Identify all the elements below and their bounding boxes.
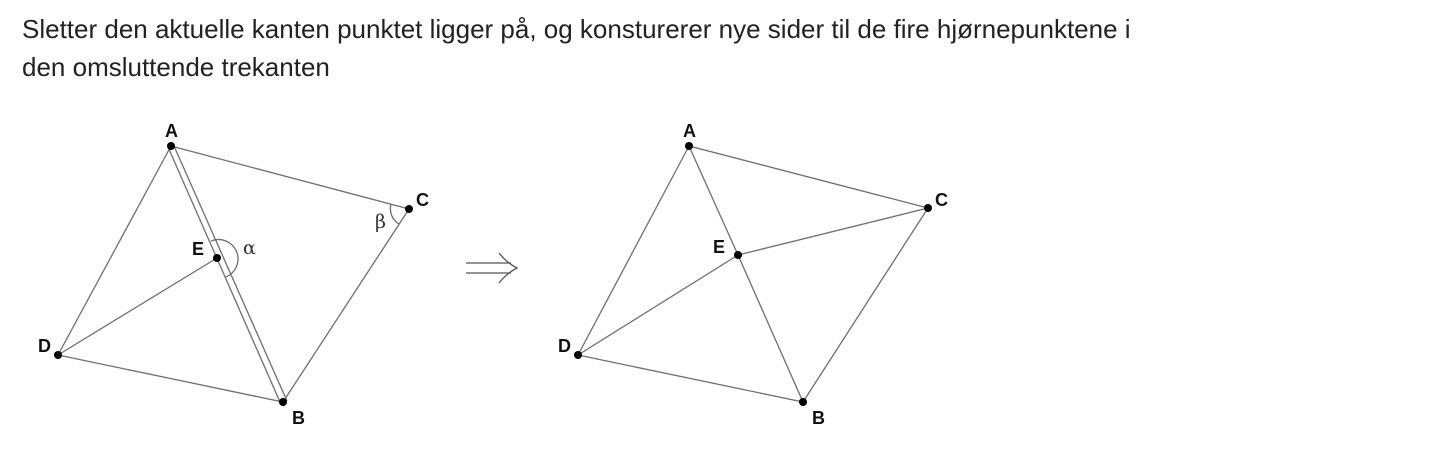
label-d: D — [38, 336, 51, 356]
edge-a-c — [170, 145, 410, 210]
edge-a-b-outer — [173, 145, 288, 402]
point-a — [167, 142, 175, 150]
before-diagram: A C E D B α β — [38, 121, 429, 428]
point-d — [574, 351, 582, 359]
edge-a-c — [688, 145, 929, 209]
after-diagram: A C E D B — [558, 121, 948, 428]
caption-line-1: Sletter den aktuelle kanten punktet ligg… — [22, 14, 1131, 44]
label-a: A — [683, 121, 696, 141]
point-b — [279, 398, 287, 406]
edge-d-e — [57, 257, 218, 356]
label-e: E — [713, 237, 725, 257]
label-b: B — [292, 408, 305, 428]
edge-e-c — [737, 207, 929, 256]
implies-arrow-icon — [466, 252, 519, 284]
point-b — [799, 398, 807, 406]
angle-beta-arc — [389, 203, 400, 225]
edge-c-b — [282, 208, 410, 403]
label-b: B — [812, 408, 825, 428]
edge-b-d — [57, 354, 284, 403]
label-a: A — [165, 121, 178, 141]
label-alpha: α — [243, 237, 256, 259]
point-c — [924, 204, 932, 212]
point-c — [405, 205, 413, 213]
angle-alpha-arc — [210, 238, 239, 278]
label-d: D — [558, 336, 571, 356]
label-c: C — [416, 190, 429, 210]
edge-a-e — [688, 145, 739, 256]
point-a — [685, 142, 693, 150]
point-d — [54, 351, 62, 359]
edge-a-b-inner — [167, 146, 281, 403]
label-e: E — [192, 239, 204, 259]
point-e — [734, 251, 742, 259]
edge-c-b — [802, 207, 929, 403]
caption-line-2: den omsluttende trekanten — [22, 52, 330, 82]
label-beta: β — [375, 211, 386, 233]
label-c: C — [935, 190, 948, 210]
edge-b-d — [577, 354, 804, 403]
edge-e-b — [737, 254, 804, 403]
caption: Sletter den aktuelle kanten punktet ligg… — [22, 10, 1412, 86]
point-e — [213, 254, 221, 262]
edge-e-d — [577, 254, 739, 356]
edge-d-a — [577, 145, 690, 356]
edge-d-a — [57, 145, 172, 356]
